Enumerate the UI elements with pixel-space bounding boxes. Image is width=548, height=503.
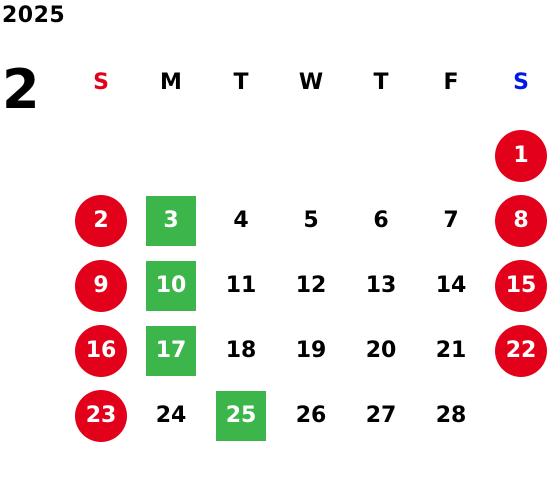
day-cell: 23 bbox=[66, 383, 136, 448]
day-cell: 14 bbox=[416, 253, 486, 318]
day-cell: 28 bbox=[416, 383, 486, 448]
day-cell: 24 bbox=[136, 383, 206, 448]
day-number[interactable]: 28 bbox=[435, 403, 467, 428]
day-cell: 13 bbox=[346, 253, 416, 318]
day-cell: 21 bbox=[416, 318, 486, 383]
holiday-day-number[interactable]: 1 bbox=[495, 129, 547, 182]
day-cell: 19 bbox=[276, 318, 346, 383]
weekday-thursday: T bbox=[373, 69, 389, 95]
weekday-wednesday: W bbox=[298, 69, 324, 95]
event-day-number[interactable]: 10 bbox=[146, 260, 196, 311]
weekday-tuesday: T bbox=[233, 69, 249, 95]
day-cell: 12 bbox=[276, 253, 346, 318]
day-number[interactable]: 18 bbox=[225, 338, 257, 363]
day-cell: 25 bbox=[206, 383, 276, 448]
day-cell bbox=[276, 123, 346, 188]
day-cell: 22 bbox=[486, 318, 548, 383]
event-day-number[interactable]: 3 bbox=[146, 195, 196, 246]
day-cell: 27 bbox=[346, 383, 416, 448]
holiday-day-number[interactable]: 16 bbox=[75, 324, 127, 377]
day-cell: 2 bbox=[66, 188, 136, 253]
day-cell bbox=[416, 123, 486, 188]
holiday-day-number[interactable]: 15 bbox=[495, 259, 547, 312]
day-number[interactable]: 13 bbox=[365, 273, 397, 298]
day-number[interactable]: 4 bbox=[233, 208, 249, 233]
day-cell: 1 bbox=[486, 123, 548, 188]
day-number[interactable]: 20 bbox=[365, 338, 397, 363]
weekday-friday: F bbox=[443, 69, 459, 95]
event-day-number[interactable]: 25 bbox=[216, 390, 266, 441]
day-cell: 11 bbox=[206, 253, 276, 318]
holiday-day-number[interactable]: 8 bbox=[495, 194, 547, 247]
day-cell: 4 bbox=[206, 188, 276, 253]
day-cell: 7 bbox=[416, 188, 486, 253]
day-cell: 5 bbox=[276, 188, 346, 253]
day-cell bbox=[66, 123, 136, 188]
day-number[interactable]: 7 bbox=[443, 208, 459, 233]
holiday-day-number[interactable]: 2 bbox=[75, 194, 127, 247]
day-number[interactable]: 11 bbox=[225, 273, 257, 298]
day-cell: 16 bbox=[66, 318, 136, 383]
day-cell: 20 bbox=[346, 318, 416, 383]
month-number: 2 bbox=[2, 58, 40, 121]
day-cell bbox=[486, 383, 548, 448]
day-cell: 9 bbox=[66, 253, 136, 318]
day-number[interactable]: 14 bbox=[435, 273, 467, 298]
day-number[interactable]: 12 bbox=[295, 273, 327, 298]
day-number[interactable]: 21 bbox=[435, 338, 467, 363]
day-cell: 15 bbox=[486, 253, 548, 318]
holiday-day-number[interactable]: 23 bbox=[75, 389, 127, 442]
day-cell: 10 bbox=[136, 253, 206, 318]
day-cell: 3 bbox=[136, 188, 206, 253]
day-number[interactable]: 26 bbox=[295, 403, 327, 428]
day-number[interactable]: 24 bbox=[155, 403, 187, 428]
day-cell bbox=[346, 123, 416, 188]
event-day-number[interactable]: 17 bbox=[146, 325, 196, 376]
weekday-saturday: S bbox=[513, 69, 529, 95]
holiday-day-number[interactable]: 9 bbox=[75, 259, 127, 312]
holiday-day-number[interactable]: 22 bbox=[495, 324, 547, 377]
day-cell bbox=[206, 123, 276, 188]
day-number[interactable]: 5 bbox=[303, 208, 319, 233]
weekday-monday: M bbox=[160, 69, 182, 95]
day-cell: 8 bbox=[486, 188, 548, 253]
day-cell bbox=[136, 123, 206, 188]
day-cell: 26 bbox=[276, 383, 346, 448]
day-cell: 18 bbox=[206, 318, 276, 383]
year-label: 2025 bbox=[2, 3, 66, 28]
day-number[interactable]: 27 bbox=[365, 403, 397, 428]
weekday-sunday: S bbox=[93, 69, 109, 95]
day-cell: 17 bbox=[136, 318, 206, 383]
day-number[interactable]: 6 bbox=[373, 208, 389, 233]
day-cell: 6 bbox=[346, 188, 416, 253]
day-number[interactable]: 19 bbox=[295, 338, 327, 363]
